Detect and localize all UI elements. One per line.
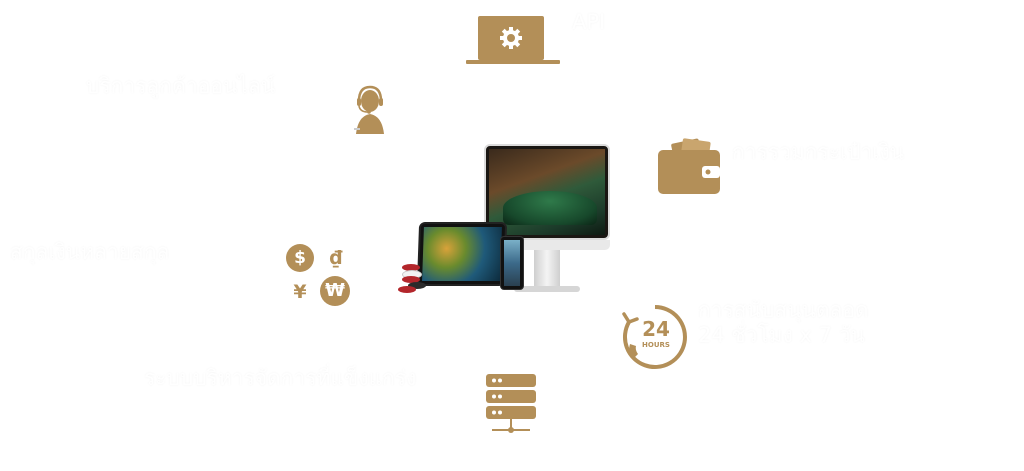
api-feature: API เชื่อมต่อเกมส์ทุกค่ายด้วย API เพียงต… [572,10,834,82]
monitor-base [514,286,580,292]
laptop-gear-icon [462,14,562,68]
support247-title-line2: 24 ชั่วโมง x 7 วัน [698,323,865,347]
support247-title-line1: การสนับสนุนตลอด [698,298,869,322]
dollar-symbol: $ [286,244,314,272]
management-feature: ระบบบริหารจัดการที่แข็งแกร่ง ระบบบริหารจ… [144,366,474,423]
wallet-feature: การรวมกระเป๋าเงิน ระบบการรวมกระเป๋าเงินอ… [732,140,1000,212]
monitor-chin [484,240,610,250]
wallet-description: ระบบการรวมกระเป๋าเงินอยู่ในรูปแบบที่สามา… [732,169,989,210]
management-title: ระบบบริหารจัดการที่แข็งแกร่ง [144,366,417,390]
desktop-monitor [484,144,610,240]
support-description: ทีมงานผู้เชี่ยวชาญด้านการบริการลูกค้าที่… [86,103,323,129]
tablet-device [416,222,508,286]
monitor-stand [534,250,560,288]
support247-description: ทีมงานมืออาชีพของเราพร้อมให้การสนับสนุนค… [698,352,981,378]
support-title: บริการลูกค้าออนไลน์ [86,74,276,98]
currency-title: สกุลเงินหลายสกุล [10,240,170,264]
support-feature: บริการลูกค้าออนไลน์ ทีมงานผู้เชี่ยวชาญด้… [86,74,330,131]
currency-feature: สกุลเงินหลายสกุล ระบบของเรารองรับสกุลเงิ… [10,240,280,312]
api-title: API [572,10,606,34]
dong-symbol: ₫ [329,247,343,269]
management-description: ระบบบริหารจัดการหลังบ้านที่ทรงพลัง ช่วยใ… [144,395,452,421]
support247-feature: การสนับสนุนตลอด 24 ชั่วโมง x 7 วัน ทีมงา… [698,298,988,380]
headset-agent-icon [346,82,394,136]
won-symbol: ₩ [320,276,350,306]
wallet-icon [656,138,722,196]
currency-description: ระบบของเรารองรับสกุลเงินหลักหลายสกุลและภ… [10,269,266,310]
casino-chips [398,260,428,294]
badge-label: HOURS [642,341,670,349]
badge-number: 24 [642,317,670,341]
yen-symbol: ¥ [293,281,307,303]
server-stack-icon [482,372,540,438]
api-description: เชื่อมต่อเกมส์ทุกค่ายด้วย API เพียงตัวเด… [572,39,831,80]
phone-device [500,236,524,290]
devices-hero-image [396,142,614,302]
currency-symbols-icon: $ ₫ ¥ ₩ [284,242,354,308]
wallet-title: การรวมกระเป๋าเงิน [732,140,905,164]
clock-24-hours-icon: 24 HOURS [620,302,690,372]
